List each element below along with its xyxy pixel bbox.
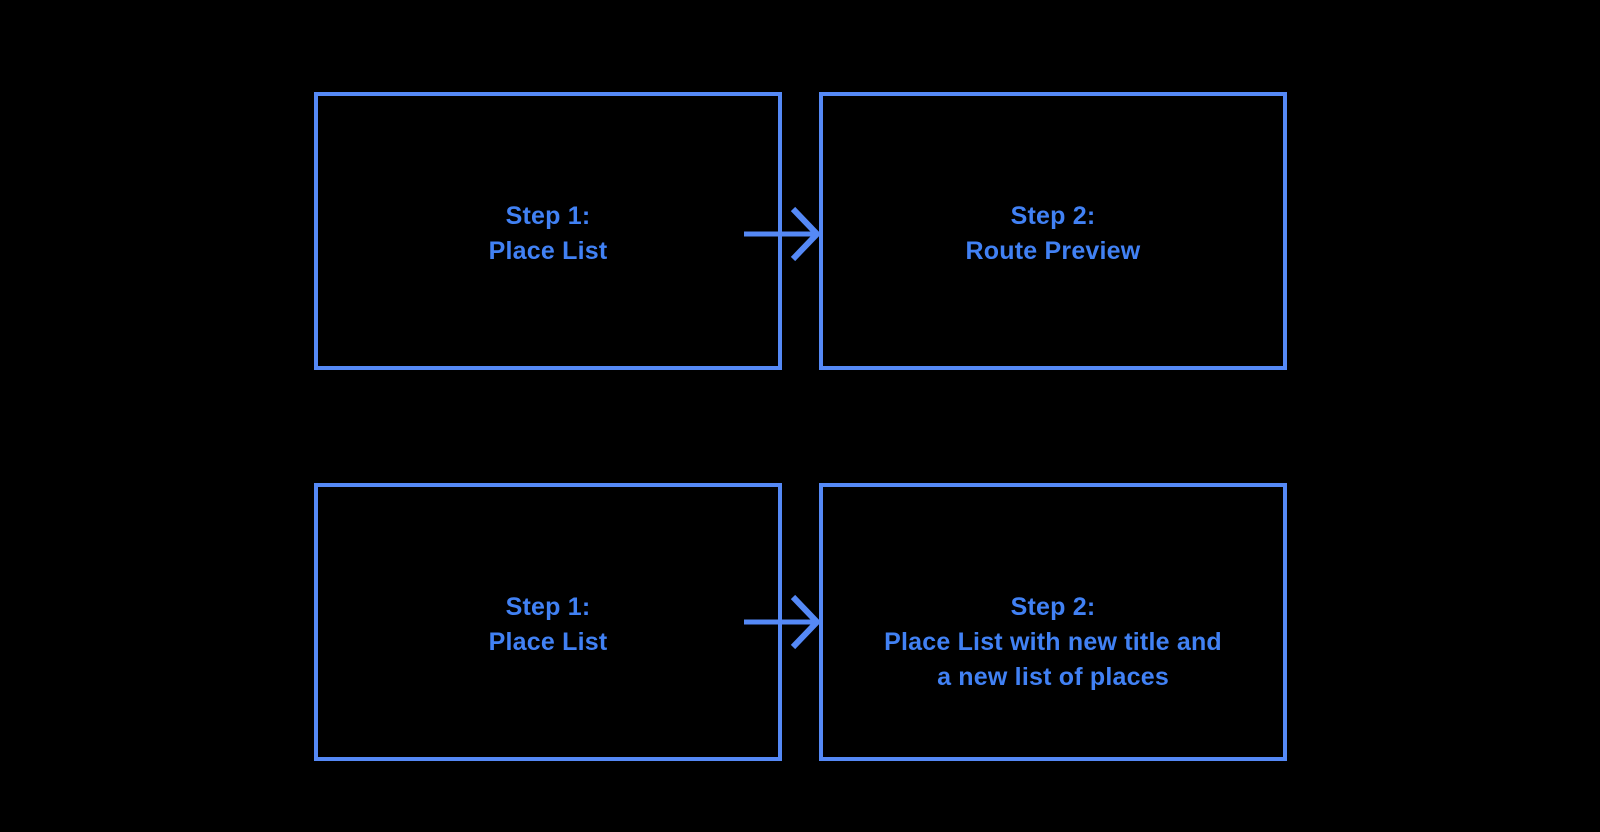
flow-box-row2-step2: Step 2: Place List with new title and a … <box>819 483 1287 761</box>
box-text-line: Place List <box>488 237 608 265</box>
flow-box-row1-step1: Step 1: Place List <box>314 92 782 370</box>
box-text-line: Place List <box>488 628 608 656</box>
flow-box-row1-step2: Step 2: Route Preview <box>819 92 1287 370</box>
box-text-line: Step 1: <box>505 593 591 621</box>
box-text-line: Place List with new title and <box>884 628 1222 656</box>
box-text-line: Step 1: <box>505 202 591 230</box>
arrow-right-icon <box>744 594 822 650</box>
box-text-line: a new list of places <box>937 663 1169 691</box>
box-text-line: Route Preview <box>965 237 1141 265</box>
box-text-line: Step 2: <box>1010 202 1096 230</box>
box-text-line: Step 2: <box>1010 593 1096 621</box>
flow-arrow-row2 <box>740 592 824 652</box>
flow-arrow-row1 <box>740 204 824 264</box>
arrow-right-icon <box>744 206 822 262</box>
flow-box-row2-step1: Step 1: Place List <box>314 483 782 761</box>
